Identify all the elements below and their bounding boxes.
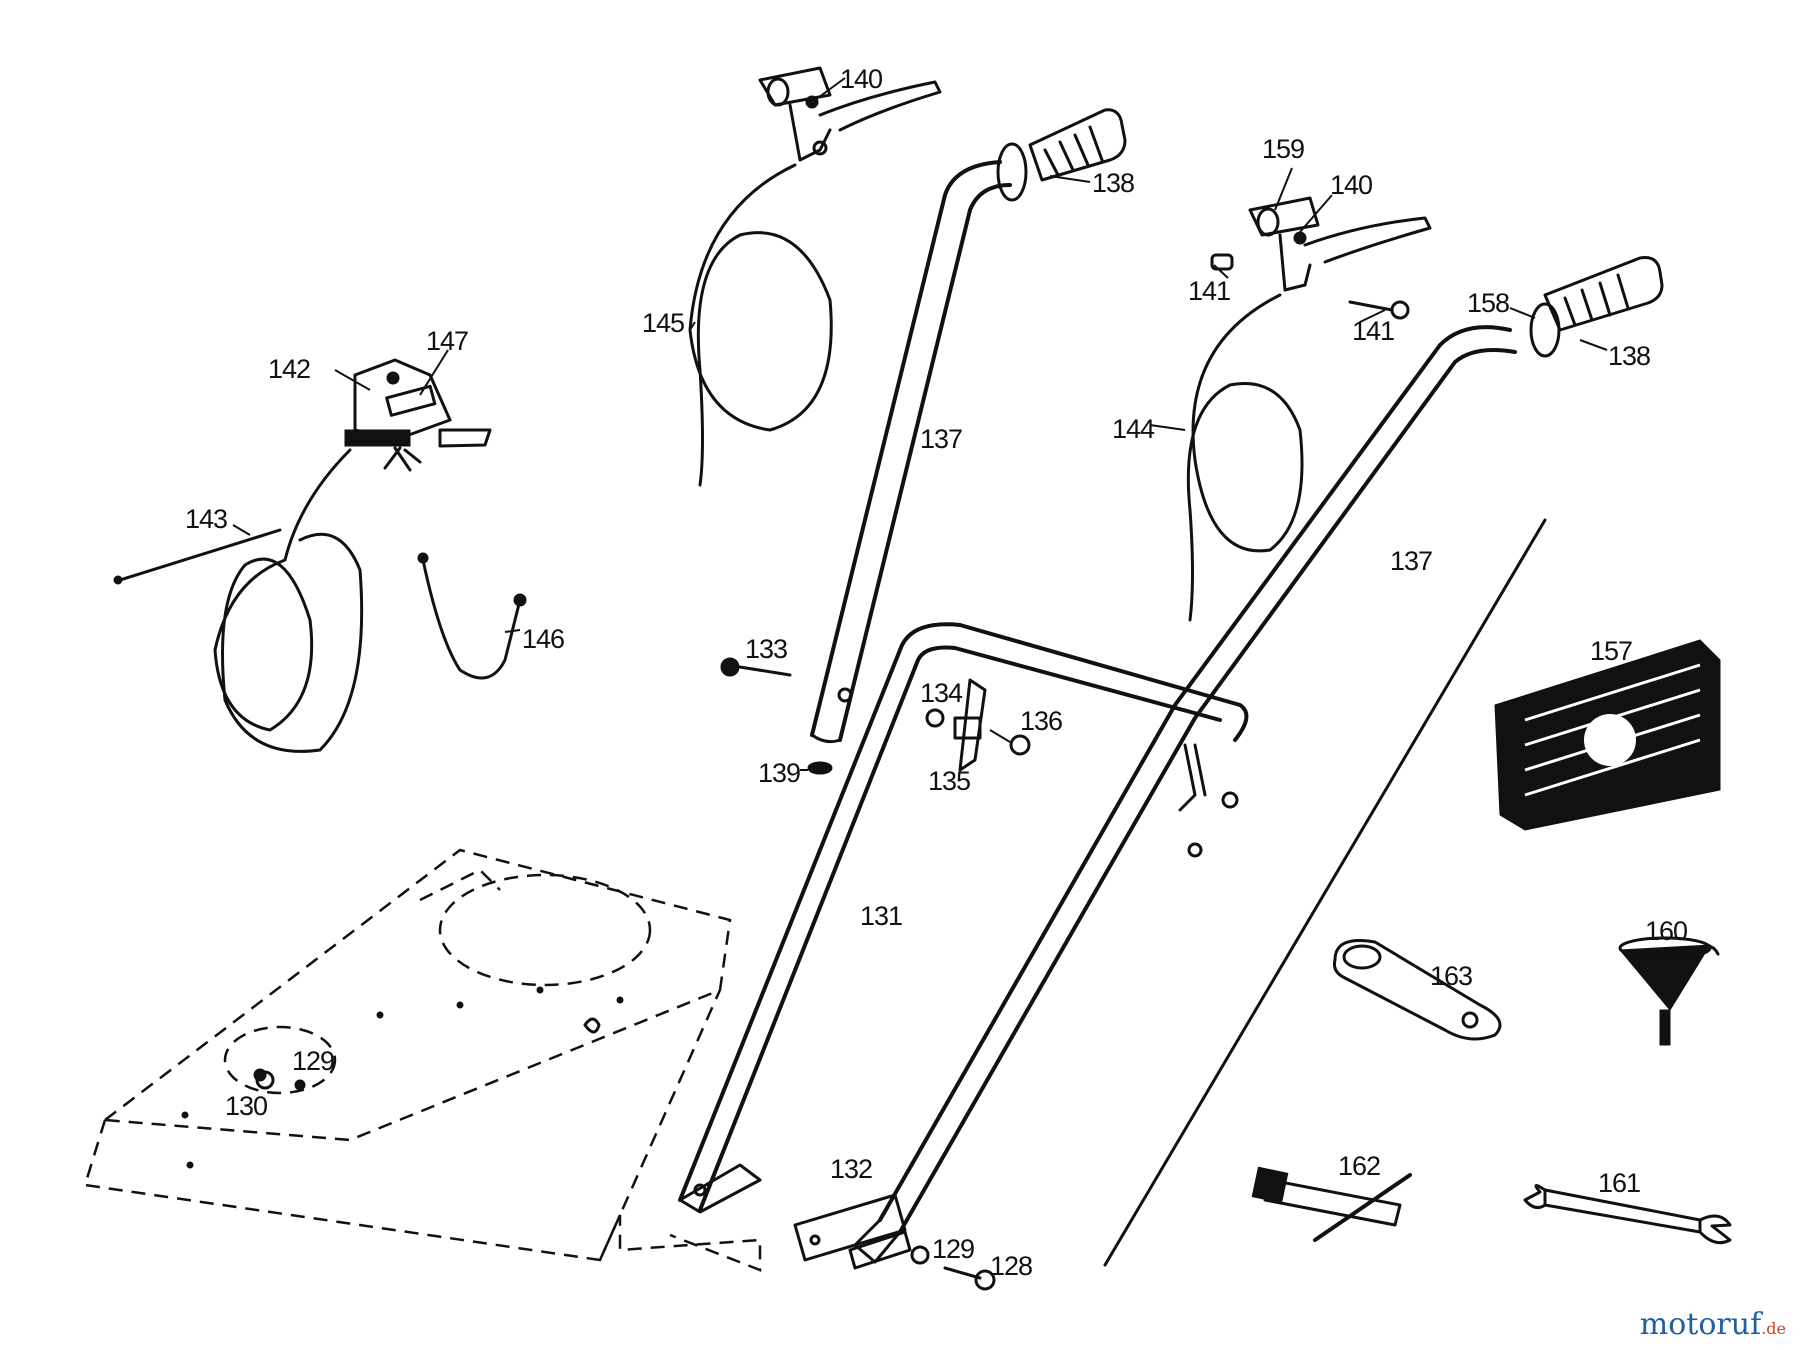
separator-line [1103, 518, 1547, 1267]
label-134: 134 [920, 678, 963, 708]
right-clutch-lever [1210, 196, 1432, 320]
label-146: 146 [522, 624, 564, 654]
label-132: 132 [830, 1154, 872, 1184]
socket-wrench-162 [1251, 1166, 1412, 1242]
right-grip [1529, 256, 1664, 358]
right-handle-tube [853, 325, 1517, 1264]
ring-spanner-163 [1333, 939, 1502, 1041]
washer-129-bottom [910, 1245, 930, 1265]
label-162: 162 [1338, 1151, 1380, 1181]
watermark-suffix: .de [1761, 1319, 1786, 1338]
label-131: 131 [860, 901, 902, 931]
left-clutch-lever [758, 66, 942, 162]
lower-handle-bar [678, 622, 1249, 1214]
label-133: 133 [745, 634, 787, 664]
label-145: 145 [642, 308, 684, 338]
label-159: 159 [1262, 134, 1304, 164]
label-142: 142 [268, 354, 310, 384]
funnel-160 [1618, 936, 1720, 1046]
leader-lines [232, 77, 1608, 771]
label-129-chassis: 129 [292, 1046, 334, 1076]
label-130: 130 [225, 1091, 267, 1121]
throttle-cable [113, 448, 364, 753]
label-137-left: 137 [920, 424, 962, 454]
label-143: 143 [185, 504, 227, 534]
bolt-133 [720, 657, 792, 677]
label-136: 136 [1020, 706, 1062, 736]
nut-136 [989, 729, 1031, 756]
watermark-logo: motoruf.de [1640, 1307, 1786, 1342]
label-144: 144 [1112, 414, 1155, 444]
left-cable [688, 163, 833, 487]
label-137-right: 137 [1390, 546, 1432, 576]
throttle-control [344, 358, 492, 472]
label-129-bottom: 129 [932, 1234, 974, 1264]
label-160: 160 [1645, 916, 1687, 946]
label-135: 135 [928, 766, 970, 796]
label-141-right: 141 [1352, 316, 1394, 346]
label-147: 147 [426, 326, 468, 356]
label-139: 139 [758, 758, 800, 788]
label-140-left: 140 [840, 64, 882, 94]
label-138-left: 138 [1092, 168, 1134, 198]
left-grip [996, 108, 1127, 202]
label-128: 128 [990, 1251, 1032, 1281]
watermark-main: motoruf [1639, 1307, 1762, 1342]
chassis-frame [83, 848, 762, 1272]
label-158: 158 [1467, 288, 1509, 318]
right-cable [1186, 293, 1304, 622]
label-138-right: 138 [1608, 341, 1650, 371]
nut-139 [807, 761, 833, 775]
spring-clip [417, 552, 527, 680]
air-filter-157 [1494, 639, 1721, 831]
label-163: 163 [1430, 961, 1472, 991]
label-157: 157 [1590, 636, 1632, 666]
label-140-right: 140 [1330, 170, 1372, 200]
part-labels: 140 138 159 140 141 141 158 138 145 137 … [185, 64, 1688, 1281]
wing-bolt-135 [953, 678, 987, 772]
left-handle-tube [810, 160, 1012, 744]
open-wrench-161 [1523, 1184, 1732, 1245]
washer-134 [925, 708, 945, 728]
plate-132 [793, 1193, 912, 1270]
bolt-128 [943, 1266, 996, 1291]
label-161: 161 [1598, 1168, 1640, 1198]
nut-130 [255, 1070, 275, 1090]
label-141-left: 141 [1188, 276, 1230, 306]
